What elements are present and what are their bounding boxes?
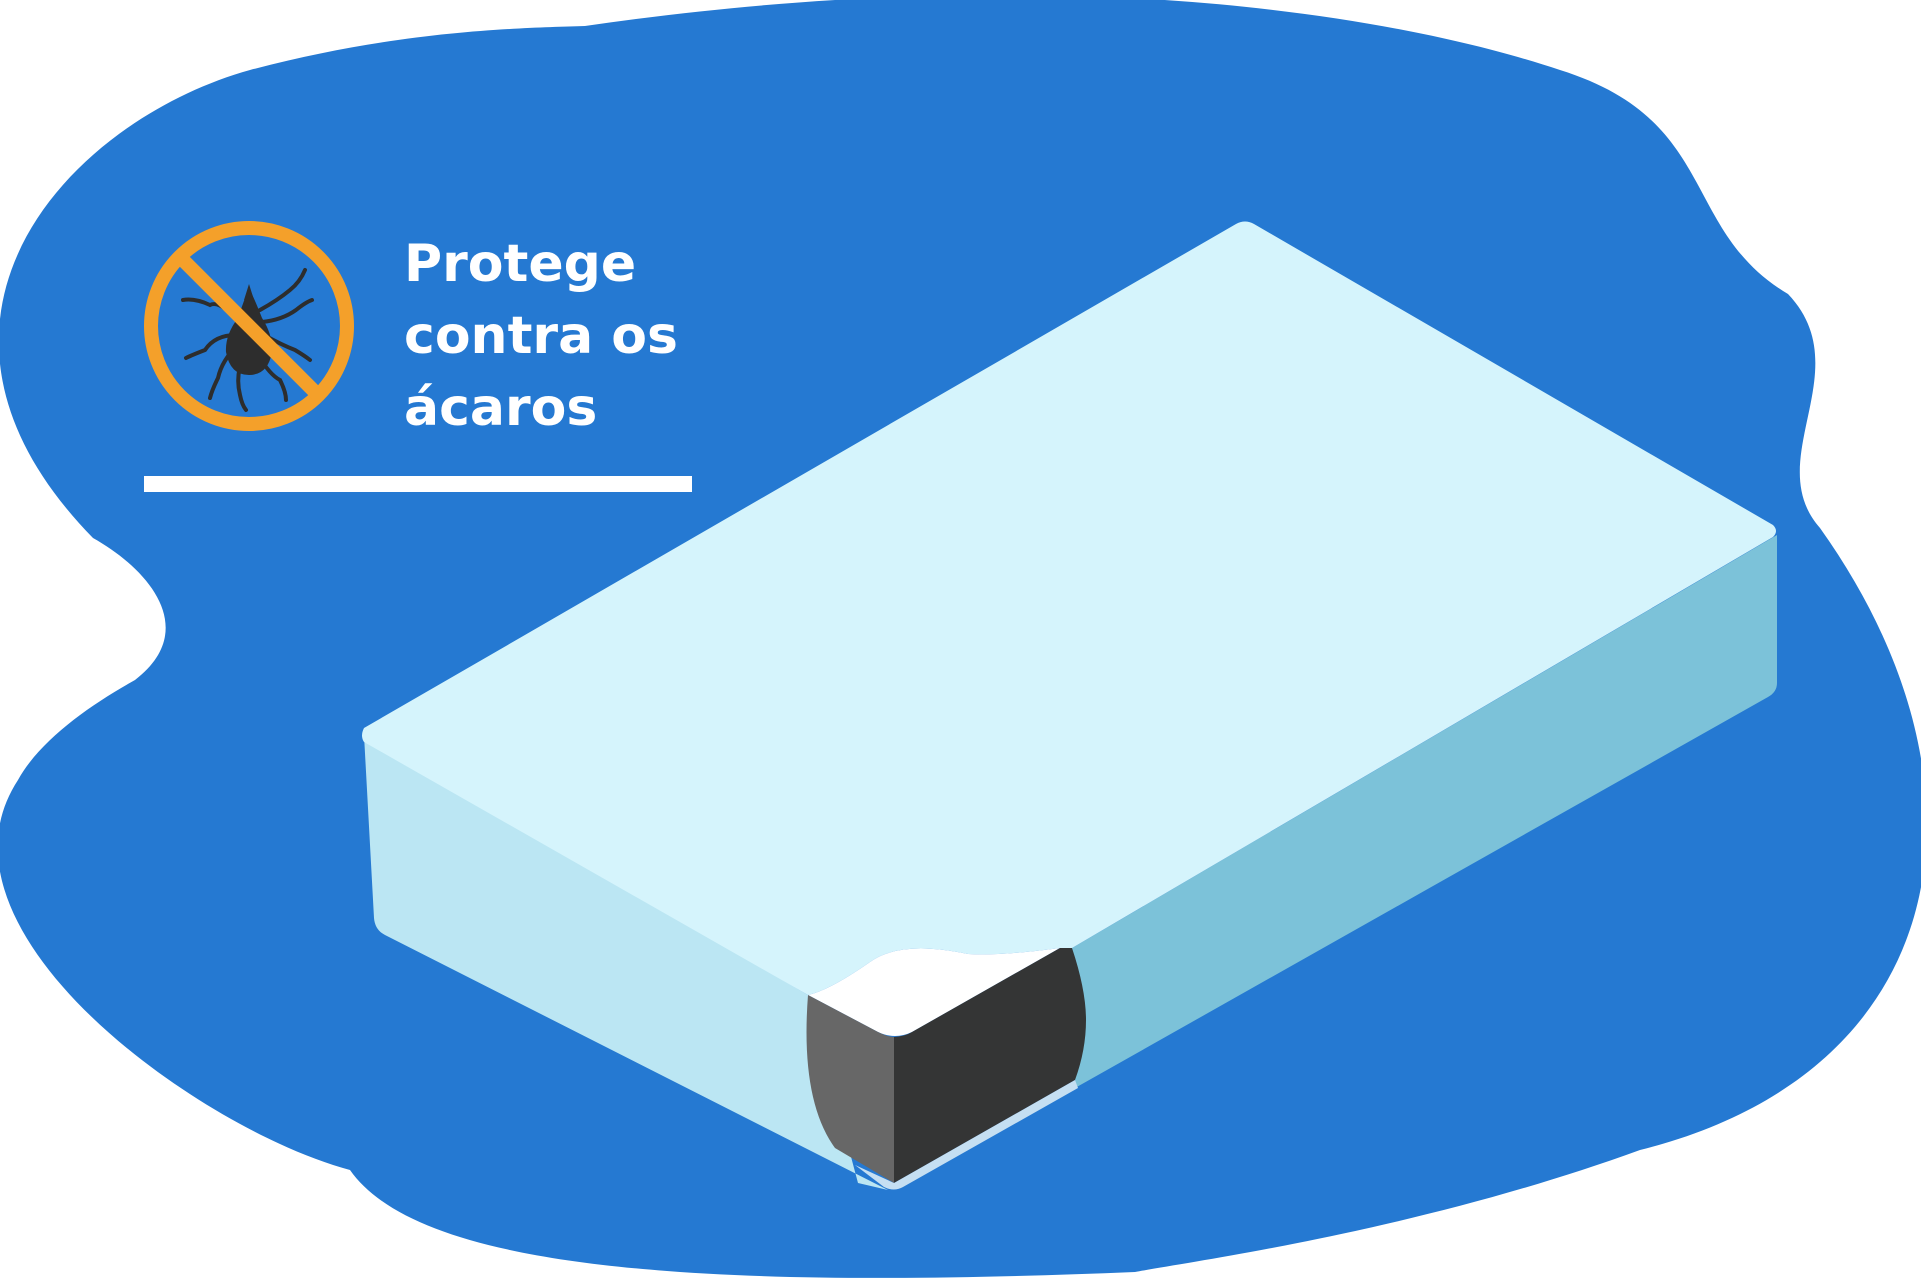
mattress-top [362,221,1776,995]
cover-fold [808,948,1060,1036]
divider-line [144,476,692,492]
feature-label-line-2: contra os [404,306,678,366]
mite-head [244,284,254,300]
feature-label: Protege contra os ácaros [404,228,724,444]
prohibition-slash [175,252,323,400]
mattress-front-side [364,735,888,1190]
feature-label-line-1: Protege [404,234,637,294]
no-mites-icon [144,221,354,431]
foam-core-right [894,948,1086,1183]
foam-core-left [806,995,894,1183]
mattress-right-side [1072,535,1777,1088]
feature-label-line-3: ácaros [404,378,598,438]
prohibition-ring [144,221,354,431]
mattress-bottom-edge [855,1080,1078,1190]
